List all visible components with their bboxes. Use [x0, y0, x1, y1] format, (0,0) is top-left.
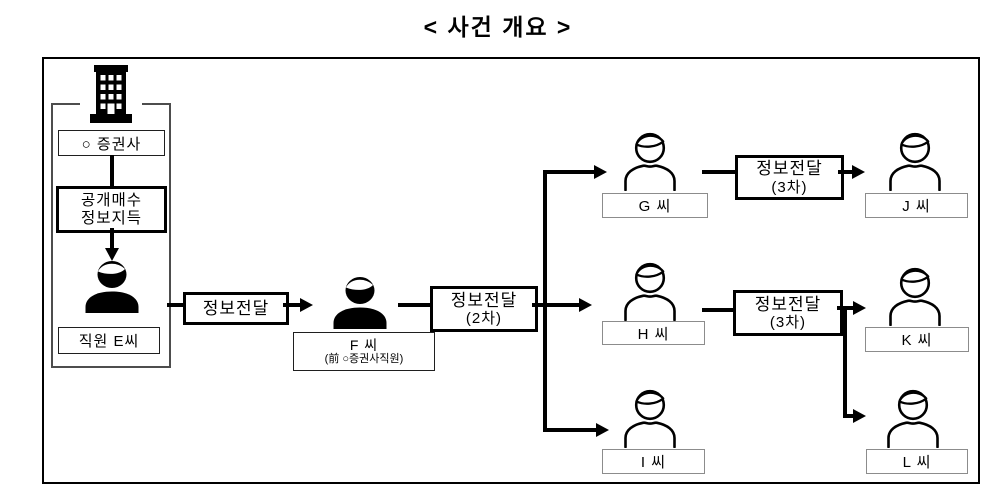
transfer-1-label: 정보전달: [202, 298, 270, 318]
person-k-label: K 씨: [901, 332, 933, 349]
flow-line: [398, 303, 430, 307]
person-h-label: H 씨: [637, 325, 670, 343]
person-i-label: I 씨: [640, 454, 667, 471]
flow-line: [532, 303, 581, 307]
person-k-label-box: K 씨: [865, 327, 969, 352]
person-i-label-box: I 씨: [602, 449, 705, 474]
transfer-3-top-line2: (3차): [771, 178, 808, 196]
person-f-note: (前 ○증권사직원): [324, 353, 404, 366]
building-icon: [80, 63, 142, 125]
person-g-label: G 씨: [638, 198, 672, 215]
employee-e-label-box: 직원 E씨: [58, 327, 160, 354]
person-outline-icon-g: [624, 132, 676, 191]
person-l-label-box: L 씨: [866, 449, 968, 474]
transfer-2-line1: 정보전달: [450, 290, 518, 310]
transfer-2-box: 정보전달 (2차): [430, 286, 538, 332]
arrow-right-icon: [852, 165, 865, 179]
page-title: < 사건 개요 >: [423, 14, 573, 40]
arrow-right-icon: [579, 298, 592, 312]
person-filled-icon-f: [333, 277, 387, 329]
person-f-label-box: F 씨 (前 ○증권사직원): [293, 332, 435, 371]
arrow-right-icon: [853, 301, 866, 315]
person-outline-icon-l: [887, 389, 939, 448]
flow-line: [283, 303, 303, 307]
person-outline-icon-j: [889, 132, 941, 191]
arrow-right-icon: [596, 423, 609, 437]
transfer-2-line2: (2차): [465, 310, 503, 328]
flow-line: [838, 170, 854, 174]
person-j-label-box: J 씨: [865, 193, 968, 218]
company-label: ○ 증권사: [81, 135, 142, 153]
person-h-label-box: H 씨: [602, 321, 705, 345]
branch-line: [843, 306, 847, 418]
arrow-down-icon: [105, 248, 119, 261]
transfer-3-mid-line1: 정보전달: [754, 294, 822, 314]
transfer-3-top-line1: 정보전달: [756, 159, 823, 179]
diagram-panel: [42, 57, 980, 484]
person-outline-icon-i: [624, 389, 676, 448]
transfer-1-box: 정보전달: [183, 292, 289, 325]
flow-line: [702, 308, 733, 312]
transfer-3-mid-box: 정보전달 (3차): [733, 290, 843, 336]
person-f-name: F 씨: [349, 336, 379, 353]
tip-info-box: 공개매수 정보지득: [56, 186, 167, 233]
person-l-label: L 씨: [902, 454, 932, 471]
flow-line: [702, 170, 735, 174]
tip-info-line2: 정보지득: [80, 209, 143, 227]
flow-line: [543, 428, 598, 432]
person-outline-icon-h: [624, 262, 676, 321]
person-filled-icon-e: [85, 261, 139, 313]
person-j-label: J 씨: [902, 198, 931, 215]
arrow-right-icon: [300, 298, 313, 312]
person-g-label-box: G 씨: [602, 193, 708, 218]
flow-line: [167, 303, 183, 307]
branch-line: [543, 170, 547, 432]
person-outline-icon-k: [889, 267, 941, 326]
flow-line: [843, 414, 855, 418]
arrow-right-icon: [853, 409, 866, 423]
flow-line: [110, 228, 114, 249]
arrow-right-icon: [594, 165, 607, 179]
tip-info-line1: 공개매수: [80, 191, 143, 209]
employee-e-label: 직원 E씨: [78, 333, 140, 350]
company-label-box: ○ 증권사: [58, 130, 165, 156]
flow-line: [543, 170, 596, 174]
flow-line: [110, 155, 114, 187]
transfer-3-mid-line2: (3차): [769, 314, 807, 332]
transfer-3-top-box: 정보전달 (3차): [735, 155, 844, 200]
